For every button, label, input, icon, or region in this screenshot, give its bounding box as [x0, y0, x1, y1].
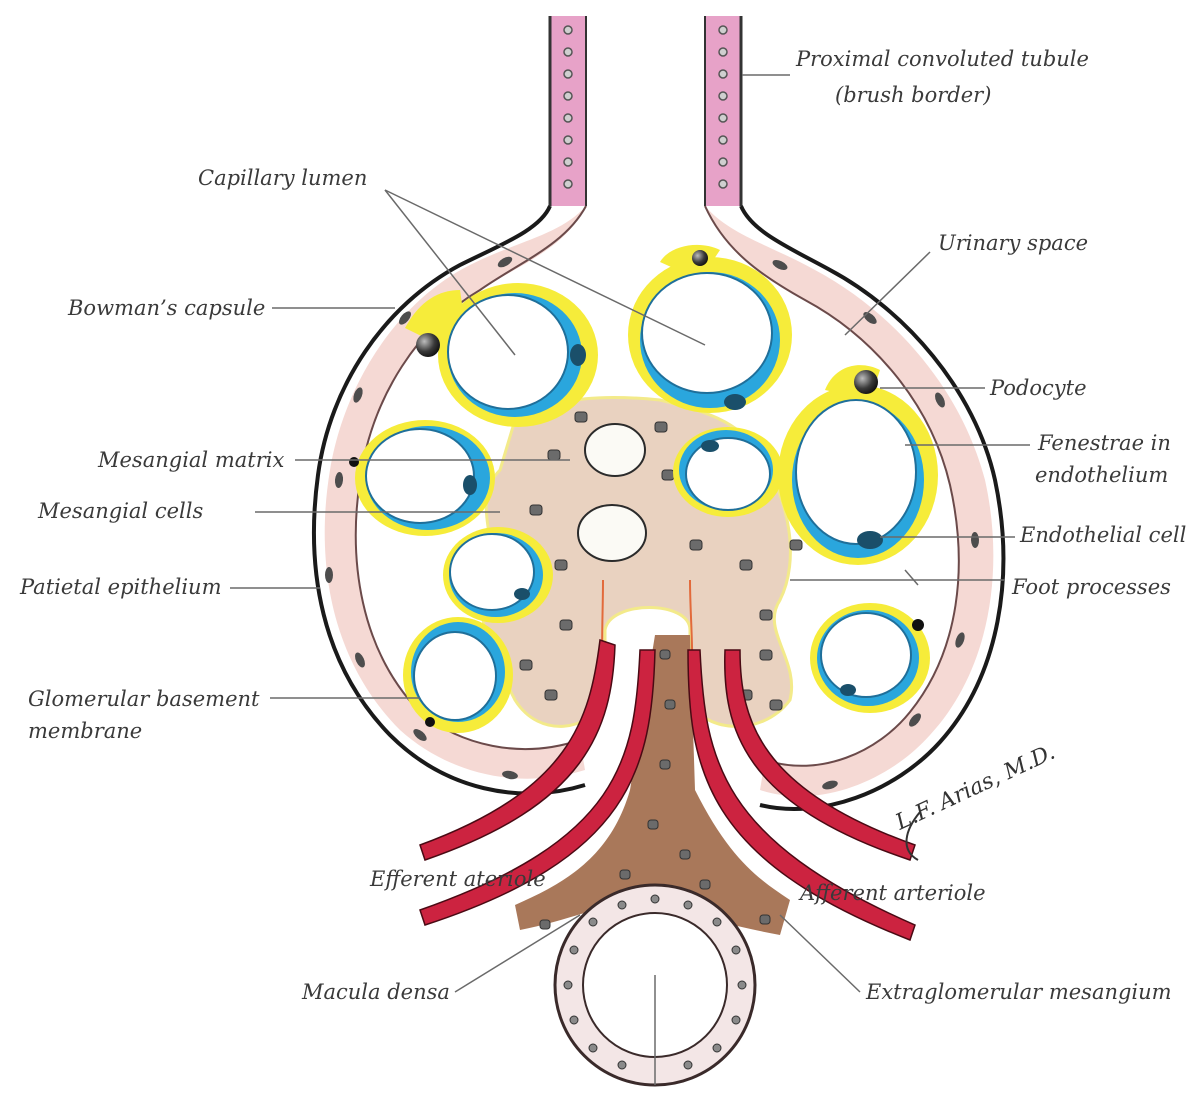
label-gbm: Glomerular basement: [28, 686, 259, 712]
label-foot-processes: Foot processes: [1012, 574, 1171, 600]
svg-text:L.F. Arias, M.D.: L.F. Arias, M.D.: [891, 740, 1059, 836]
label-endothelial-cell: Endothelial cell: [1020, 522, 1186, 548]
label-podocyte: Podocyte: [990, 375, 1087, 401]
label-capillary-lumen: Capillary lumen: [198, 165, 367, 191]
label-extraglomerular-mesangium: Extraglomerular mesangium: [866, 979, 1172, 1005]
label-macula-densa: Macula densa: [302, 979, 450, 1005]
label-bowmans-capsule: Bowman’s capsule: [68, 295, 265, 321]
label-efferent-arteriole: Efferent ateriole: [370, 866, 546, 892]
label-fenestrae: Fenestrae in: [1038, 430, 1171, 456]
label-mesangial-cells: Mesangial cells: [38, 498, 203, 524]
label-afferent-arteriole: Afferent arteriole: [800, 880, 986, 906]
label-parietal-epithelium: Patietal epithelium: [20, 574, 222, 600]
proximal-tubule: [550, 16, 741, 206]
label-proximal-tubule: Proximal convoluted tubule: [796, 46, 1089, 72]
label-mesangial-matrix: Mesangial matrix: [98, 447, 284, 473]
label-urinary-space: Urinary space: [938, 230, 1088, 256]
label-proximal-tubule-sub: (brush border): [835, 82, 991, 108]
label-gbm-sub: membrane: [28, 718, 142, 744]
label-fenestrae-sub: endothelium: [1035, 462, 1168, 488]
artist-signature: L.F. Arias, M.D.: [891, 740, 1059, 860]
